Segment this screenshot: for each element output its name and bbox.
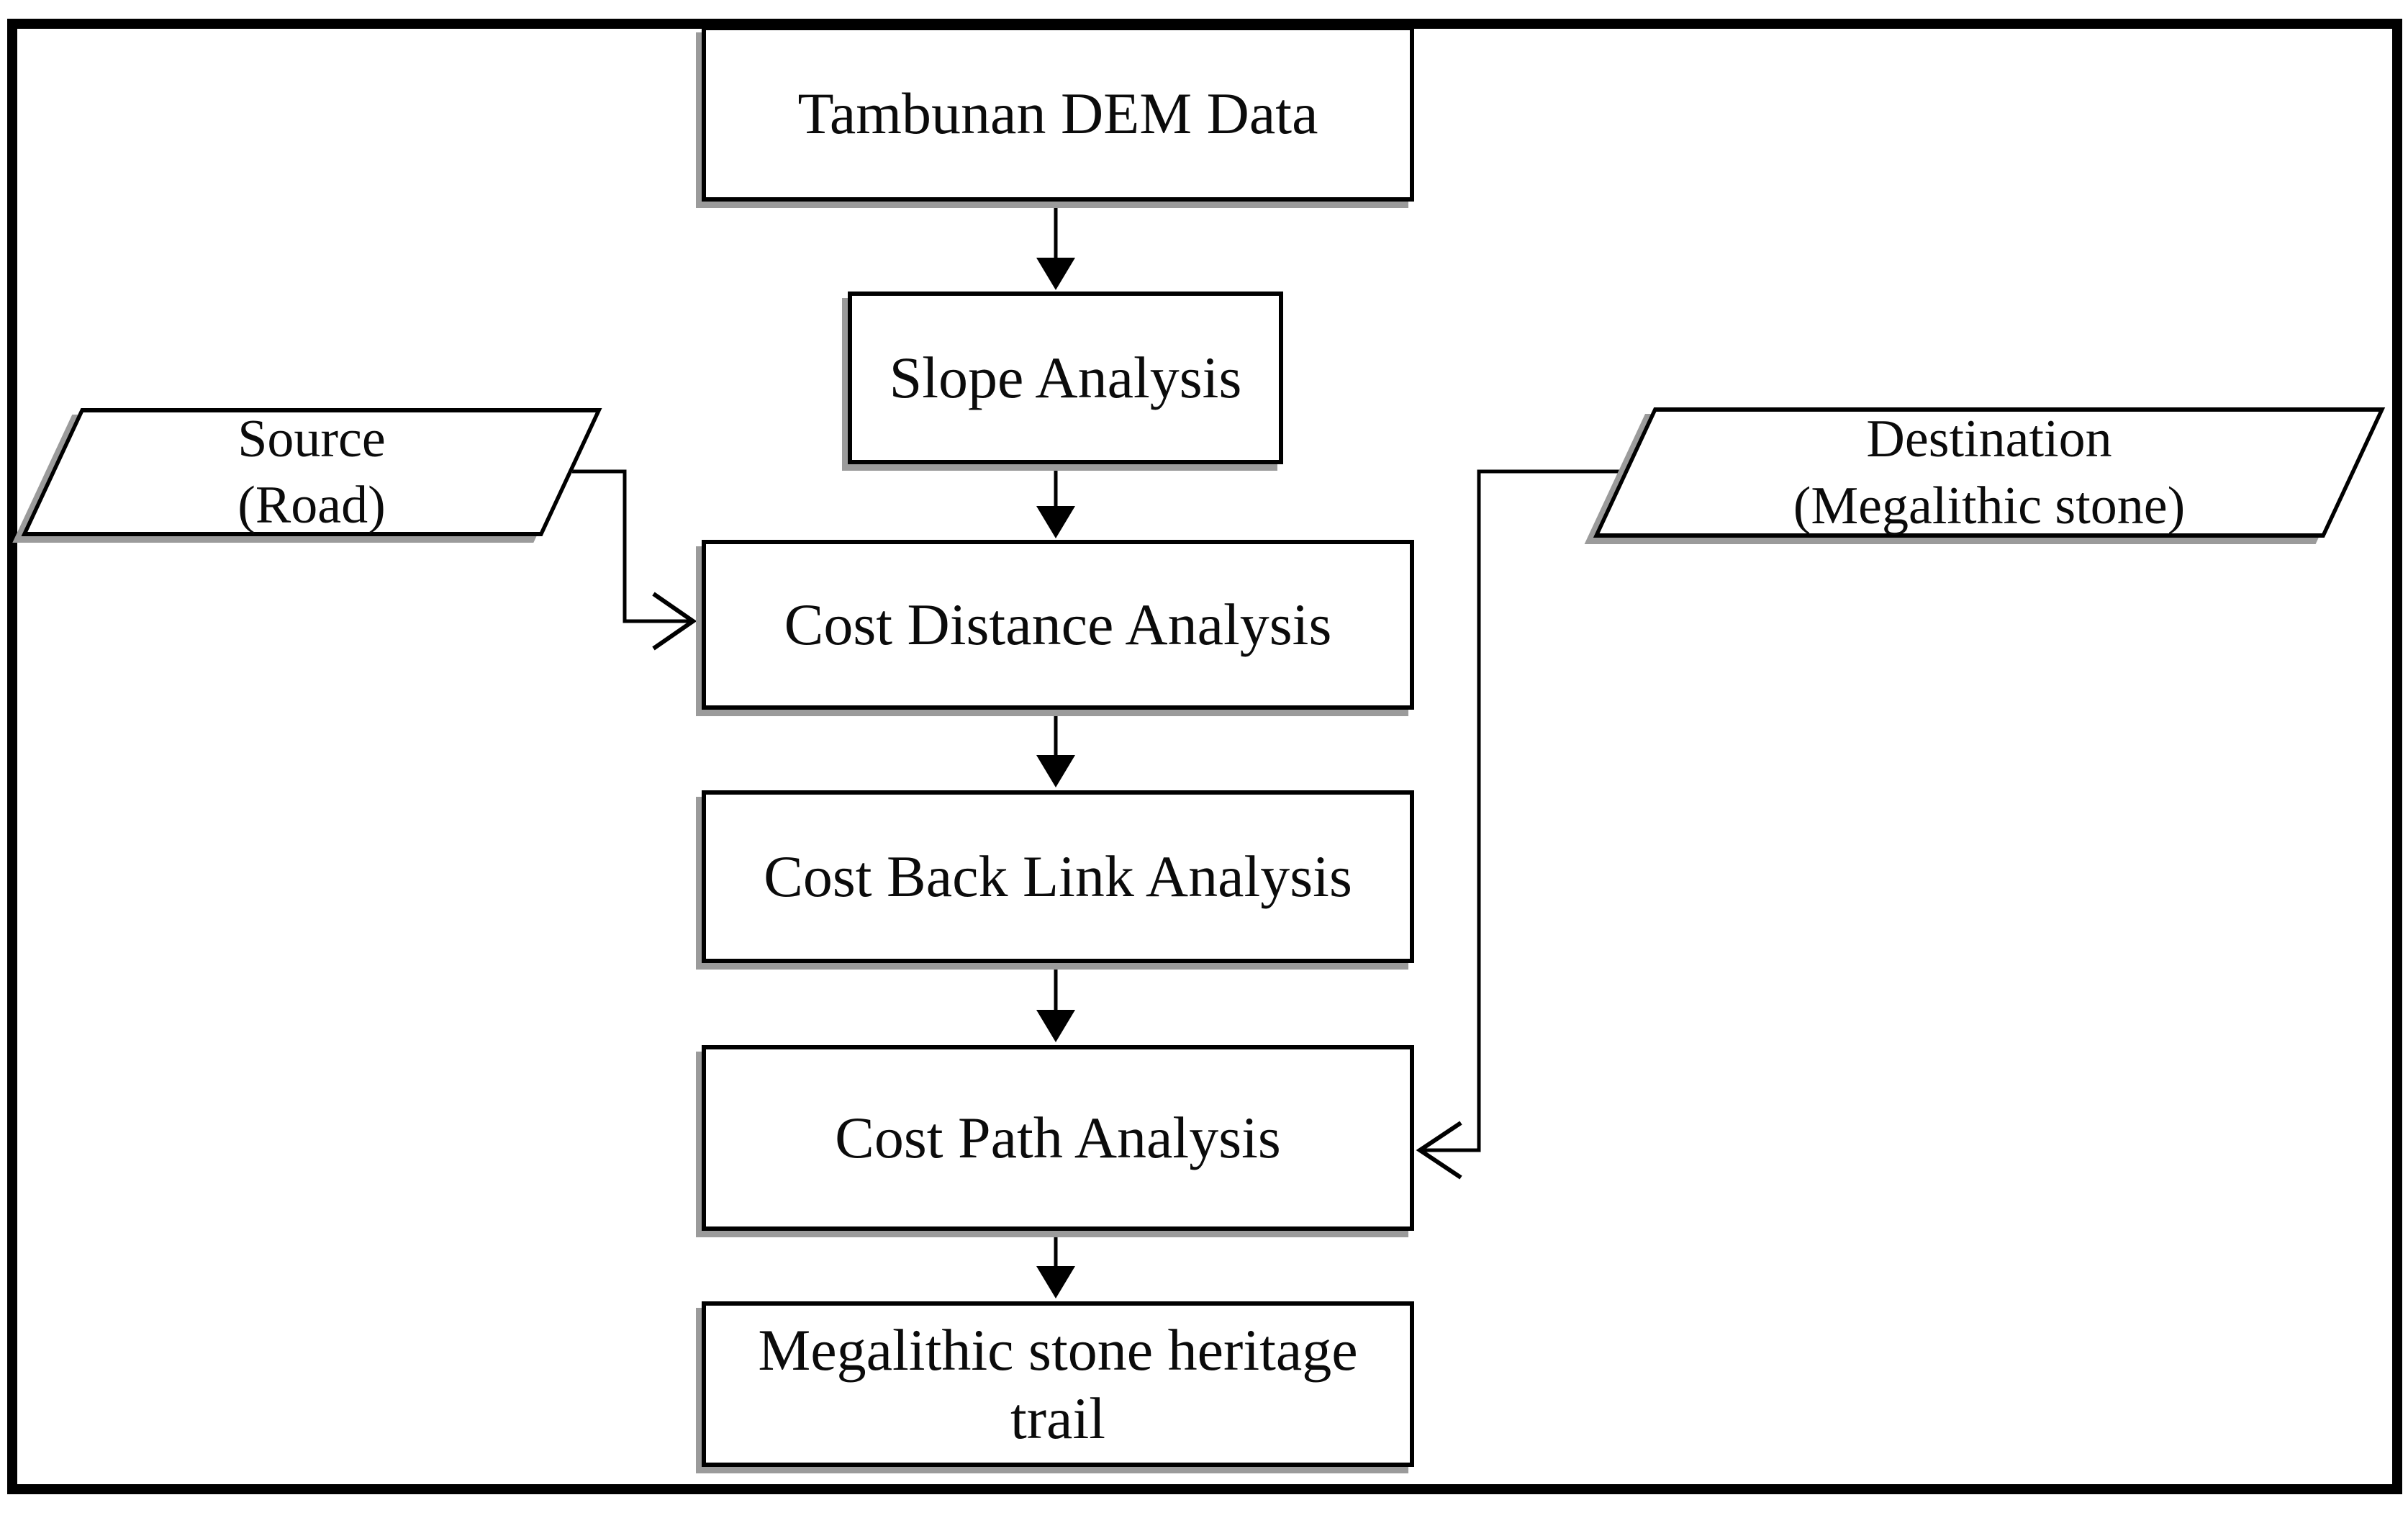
diagram-outer-border (7, 19, 2402, 1494)
node-label: Tambunan DEM Data (797, 81, 1318, 147)
arrowhead-distance-to-backlink (1036, 755, 1075, 787)
node-label: Destination (Megalithic stone) (1624, 407, 2355, 538)
node-label-line1: Megalithic stone heritage (758, 1316, 1358, 1383)
node-cost-path-analysis: Cost Path Analysis (702, 1045, 1414, 1231)
arrowhead-dem-to-slope (1036, 258, 1075, 290)
node-megalithic-stone-heritage-trail: Megalithic stone heritage trail (702, 1301, 1414, 1467)
arrowhead-slope-to-distance (1036, 506, 1075, 538)
node-label: Megalithic stone heritage trail (751, 1316, 1364, 1453)
node-tambunan-dem-data: Tambunan DEM Data (702, 26, 1414, 202)
node-label: Slope Analysis (889, 345, 1242, 411)
connector-destination-to-path (1423, 469, 1624, 1152)
node-source-road: Source (Road) (21, 408, 602, 536)
node-label: Cost Distance Analysis (784, 592, 1332, 658)
node-label-line2: (Megalithic stone) (1793, 476, 2186, 536)
arrowhead-source-to-distance (652, 592, 697, 651)
arrowhead-path-to-heritage (1036, 1266, 1075, 1298)
node-cost-back-link-analysis: Cost Back Link Analysis (702, 790, 1414, 963)
node-slope-analysis: Slope Analysis (848, 292, 1283, 464)
node-label: Cost Path Analysis (835, 1105, 1281, 1171)
arrowhead-destination-to-path (1416, 1121, 1462, 1180)
node-label: Source (Road) (51, 408, 572, 536)
node-destination-megalithic-stone: Destination (Megalithic stone) (1593, 407, 2386, 538)
node-label-line2: trail (1010, 1386, 1106, 1451)
connector-source-to-distance (572, 469, 691, 623)
node-cost-distance-analysis: Cost Distance Analysis (702, 540, 1414, 710)
node-label-line2: (Road) (237, 476, 386, 535)
node-label: Cost Back Link Analysis (764, 844, 1352, 910)
arrowhead-backlink-to-path (1036, 1010, 1075, 1042)
node-label-line1: Destination (1866, 410, 2112, 469)
node-label-line1: Source (237, 409, 386, 469)
